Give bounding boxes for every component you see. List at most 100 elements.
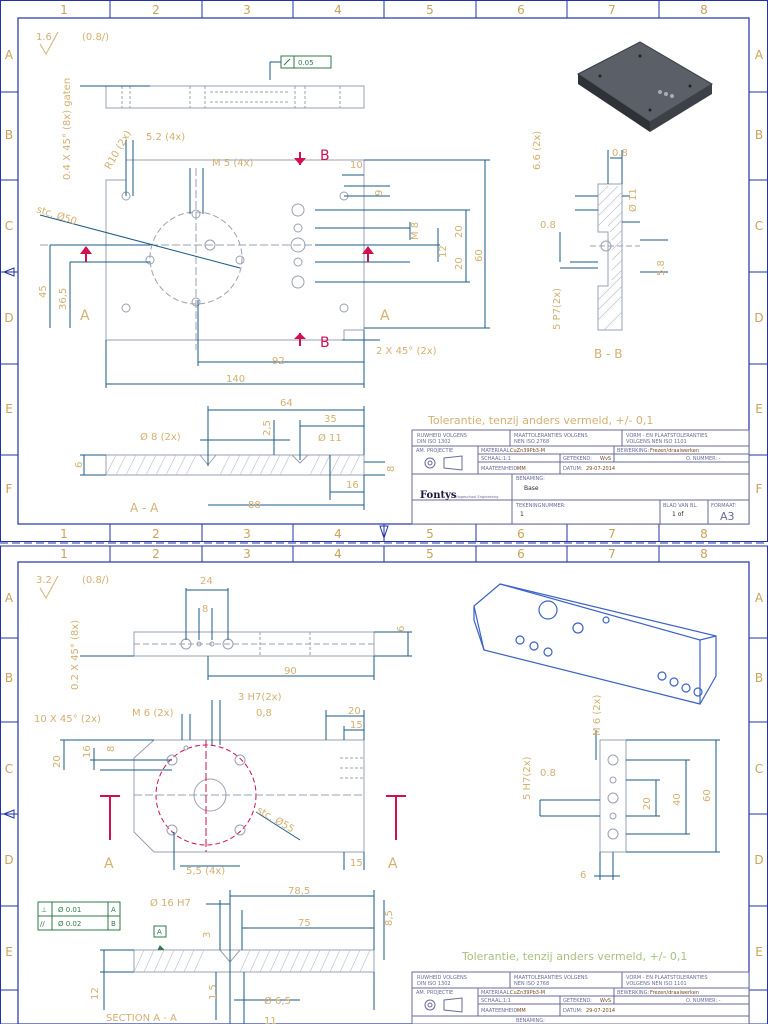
s2-tb-c2b: NEN ISO 2768 — [514, 981, 549, 987]
s1-top-view-hidden-lines — [121, 86, 341, 108]
s2-dim-20b: 20 — [52, 755, 63, 768]
s1-colb-5: 5 — [426, 527, 434, 541]
s1-tb-getekend: WvS — [600, 456, 611, 462]
s2-surface-symbol — [39, 575, 59, 600]
s1-title-block — [411, 429, 750, 525]
s2-gdt-sym-0: ⊥ — [41, 906, 47, 914]
s2-row-E: E — [5, 945, 13, 959]
centering-mark-bottom — [379, 525, 389, 540]
s2-tb-c3: VORM - EN PLAATSTOLERANTIES — [626, 975, 708, 981]
s2-top-dims — [80, 588, 412, 680]
s1-label-aa: A - A — [130, 501, 159, 515]
s2-dim-6: 6 — [396, 626, 407, 632]
s2-rowr-D: D — [754, 853, 763, 867]
s1-section-arrows — [80, 152, 374, 346]
s1-row-C: C — [5, 219, 13, 233]
s1-dim-35: 35 — [324, 414, 337, 425]
s2-col-8: 8 — [700, 547, 708, 561]
s2-tb-datum-label: DATUM: — [563, 1008, 583, 1014]
s2-tb-c1: RUWHEID VOLGENS — [417, 975, 467, 981]
s1-dim-45: 45 — [38, 285, 49, 298]
s2-gdt-ref-0: A — [111, 906, 116, 914]
s2-front-dims — [60, 700, 365, 870]
s2-row-C: C — [5, 762, 13, 776]
s1-tb-c3: VORM - EN PLAATSTOLERANTIES — [626, 433, 708, 439]
s1-surface-finish-paren: (0.8/) — [82, 32, 109, 43]
s1-colb-4: 4 — [334, 527, 342, 541]
s1-note-chamfer-holes: 0.4 X 45° (8x) gaten — [62, 78, 73, 180]
s1-rowr-A: A — [755, 48, 764, 62]
s1-tb-onummer: O. NUMMER: - — [686, 456, 721, 462]
s2-tb-c3b: VOLGENS NEN ISO 1101 — [626, 981, 687, 987]
s1-tb-mm: MM — [517, 466, 526, 472]
s1-top-view-outline — [105, 85, 365, 109]
s2-dim-24: 24 — [200, 576, 213, 587]
s2-title-block — [411, 971, 750, 1024]
s1-tb-teknr-label: TEKENINGNUMMER: — [515, 503, 566, 509]
s1-colb-3: 3 — [243, 527, 251, 541]
s2-tb-mm: MM — [517, 1008, 526, 1014]
s1-row-E: E — [5, 402, 13, 416]
s2-col-5: 5 — [426, 547, 434, 561]
s2-gdt-ref-1: B — [111, 920, 116, 928]
s2-rowr-E: E — [755, 945, 763, 959]
s1-bb-dim-phi: 0.8 — [612, 148, 628, 159]
s1-col-7: 7 — [608, 3, 616, 17]
s2-label-section: SECTION A - A — [106, 1013, 177, 1024]
s1-col-1: 1 — [60, 3, 68, 17]
s1-tb-c1b: DIN ISO 1302 — [417, 439, 451, 445]
s2-chamfer-holes: 0.2 X 45° (8x) — [70, 620, 81, 690]
s2-pcd: stc. Ø55 — [255, 804, 297, 835]
s1-dim-12: 12 — [438, 245, 449, 258]
s2-side-h7: 5 H7(2x) — [522, 756, 533, 800]
s2-side-20: 20 — [642, 797, 653, 810]
s2-dim-20: 20 — [348, 706, 361, 717]
s1-colb-8: 8 — [700, 527, 708, 541]
s1-thread: M 5 (4x) — [212, 158, 254, 169]
s1-bb-dim-58: 5.8 — [656, 260, 667, 276]
s1-tolerance-note: Tolerantie, tenzij anders vermeld, +/- 0… — [427, 414, 653, 427]
s1-dim-2-5: 2,5 — [262, 420, 273, 436]
s2-dim-08: 0,8 — [256, 708, 272, 719]
s2-tb-getekend: WvS — [600, 998, 611, 1004]
s1-flatness-value: 0.05 — [298, 59, 314, 67]
s1-tb-blad-label: BLAD VAN BL. — [663, 503, 698, 509]
s1-label-bb: B - B — [594, 347, 622, 361]
s2-tb-benaming-label: BENAMING: — [516, 1018, 545, 1024]
s2-dim-8: 8 — [202, 604, 208, 615]
s1-rowr-F: F — [756, 482, 763, 496]
s2-tb-mat-label: MATERIAAL: — [481, 990, 511, 996]
s2-side-dims — [539, 730, 720, 880]
s1-tb-company: Fontys — [420, 490, 457, 501]
s1-tb-bew-label: BEWERKING: — [617, 448, 650, 454]
s1-rowr-E: E — [755, 402, 763, 416]
s1-dim-10: 10 — [350, 160, 363, 171]
s1-tb-getekend-label: GETEKEND: — [563, 456, 592, 462]
s2-rowr-C: C — [755, 762, 763, 776]
s2-tb-mat: CuZn39Pb3-M — [510, 990, 545, 996]
s2-section-A-left: A — [104, 856, 114, 872]
s1-dim-9: 9 — [374, 190, 385, 196]
s2-top-view-holes — [134, 632, 374, 656]
s2-tb-datum: 29-07-2014 — [586, 1008, 615, 1014]
s2-dim-8b: 8 — [106, 746, 117, 752]
s2-tb-getekend-label: GETEKEND: — [563, 998, 592, 1004]
s2-col-3: 3 — [243, 547, 251, 561]
s2-row-B: B — [5, 671, 13, 685]
s2-tb-maateenheid: MAATEENHEID: — [481, 1008, 519, 1014]
s1-tb-datum-label: DATUM: — [563, 466, 583, 472]
s1-tb-formaat: A3 — [720, 510, 735, 523]
s1-chamfer: 2 X 45° (2x) — [376, 346, 437, 357]
s2-gdt-val-0: Ø 0.01 — [58, 906, 81, 914]
s2-side-60: 60 — [702, 789, 713, 802]
s2-tb-projectie: AM. PROJECTIE — [416, 990, 453, 996]
s2-tb-c2: MAATTOLERANTIES VOLGENS — [514, 975, 588, 981]
s1-dim-64: 64 — [280, 398, 293, 409]
s2-row-D: D — [4, 853, 13, 867]
s2-tb-c1b: DIN ISO 1302 — [417, 981, 451, 987]
centering-mark-left — [2, 267, 15, 277]
s1-dim-16: 16 — [346, 480, 359, 491]
s2-side-view — [599, 739, 627, 853]
s1-rowr-B: B — [755, 128, 763, 142]
s1-bb-dim-11: Ø 11 — [627, 188, 639, 212]
